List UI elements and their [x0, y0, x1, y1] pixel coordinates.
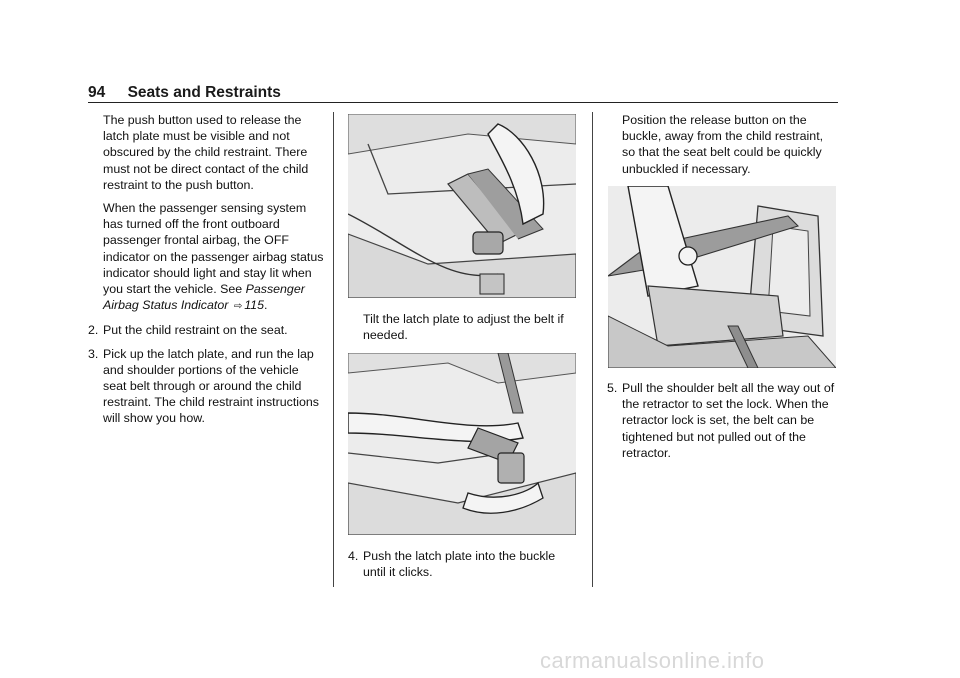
paragraph-release-button: Position the release button on the buckl…	[622, 113, 824, 176]
page-header: 94 Seats and Restraints	[88, 84, 281, 102]
caption-tilt-latch: Tilt the latch plate to adjust the belt …	[363, 312, 564, 343]
cross-reference-link[interactable]: Passenger Airbag Status Indicator	[103, 282, 305, 313]
list-text: Pull the shoulder belt all the way out o…	[622, 381, 835, 460]
figure-pull-shoulder-belt	[608, 186, 836, 368]
column-divider-2	[592, 112, 593, 587]
page-number: 94	[88, 84, 106, 101]
column-1: The push button used to release the latc…	[88, 112, 324, 434]
push-latch-illustration	[348, 353, 576, 535]
paragraph-airbag-text: When the passenger sensing system has tu…	[103, 201, 324, 297]
list-item-4: 4. Push the latch plate into the buckle …	[348, 548, 578, 580]
list-item-3: 3. Pick up the latch plate, and run the …	[88, 346, 324, 427]
list-item-5: 5. Pull the shoulder belt all the way ou…	[607, 380, 837, 461]
list-number: 5.	[607, 381, 618, 395]
list-text: Pick up the latch plate, and run the lap…	[103, 346, 320, 426]
tilt-latch-illustration	[348, 114, 576, 298]
figure-push-latch	[348, 353, 576, 535]
list-item-2: 2. Put the child restraint on the seat.	[88, 322, 324, 338]
list-number: 3.	[88, 346, 99, 361]
footer-watermark: carmanualsonline.info	[540, 648, 765, 673]
column-divider-1	[333, 112, 334, 587]
page-ref-number[interactable]: 115	[244, 298, 264, 313]
page-ref-arrow-icon: ⇨	[233, 301, 243, 313]
list-text: Push the latch plate into the buckle unt…	[363, 549, 556, 580]
list-number: 4.	[348, 549, 359, 563]
figure-tilt-latch-plate	[348, 114, 576, 298]
column-2-steps: 4. Push the latch plate into the buckle …	[348, 548, 578, 587]
list-number: 2.	[88, 323, 99, 338]
column-3-intro: Position the release button on the buckl…	[607, 112, 837, 184]
shoulder-belt-illustration	[608, 186, 836, 368]
column-3-steps: 5. Pull the shoulder belt all the way ou…	[607, 380, 837, 468]
list-text: Put the child restraint on the seat.	[103, 323, 288, 338]
paragraph-push-button: The push button used to release the latc…	[103, 113, 309, 192]
column-2-caption: Tilt the latch plate to adjust the belt …	[348, 311, 578, 350]
section-title: Seats and Restraints	[127, 84, 281, 101]
paragraph-airbag-indicator: When the passenger sensing system has tu…	[103, 201, 324, 313]
header-rule	[88, 102, 838, 103]
